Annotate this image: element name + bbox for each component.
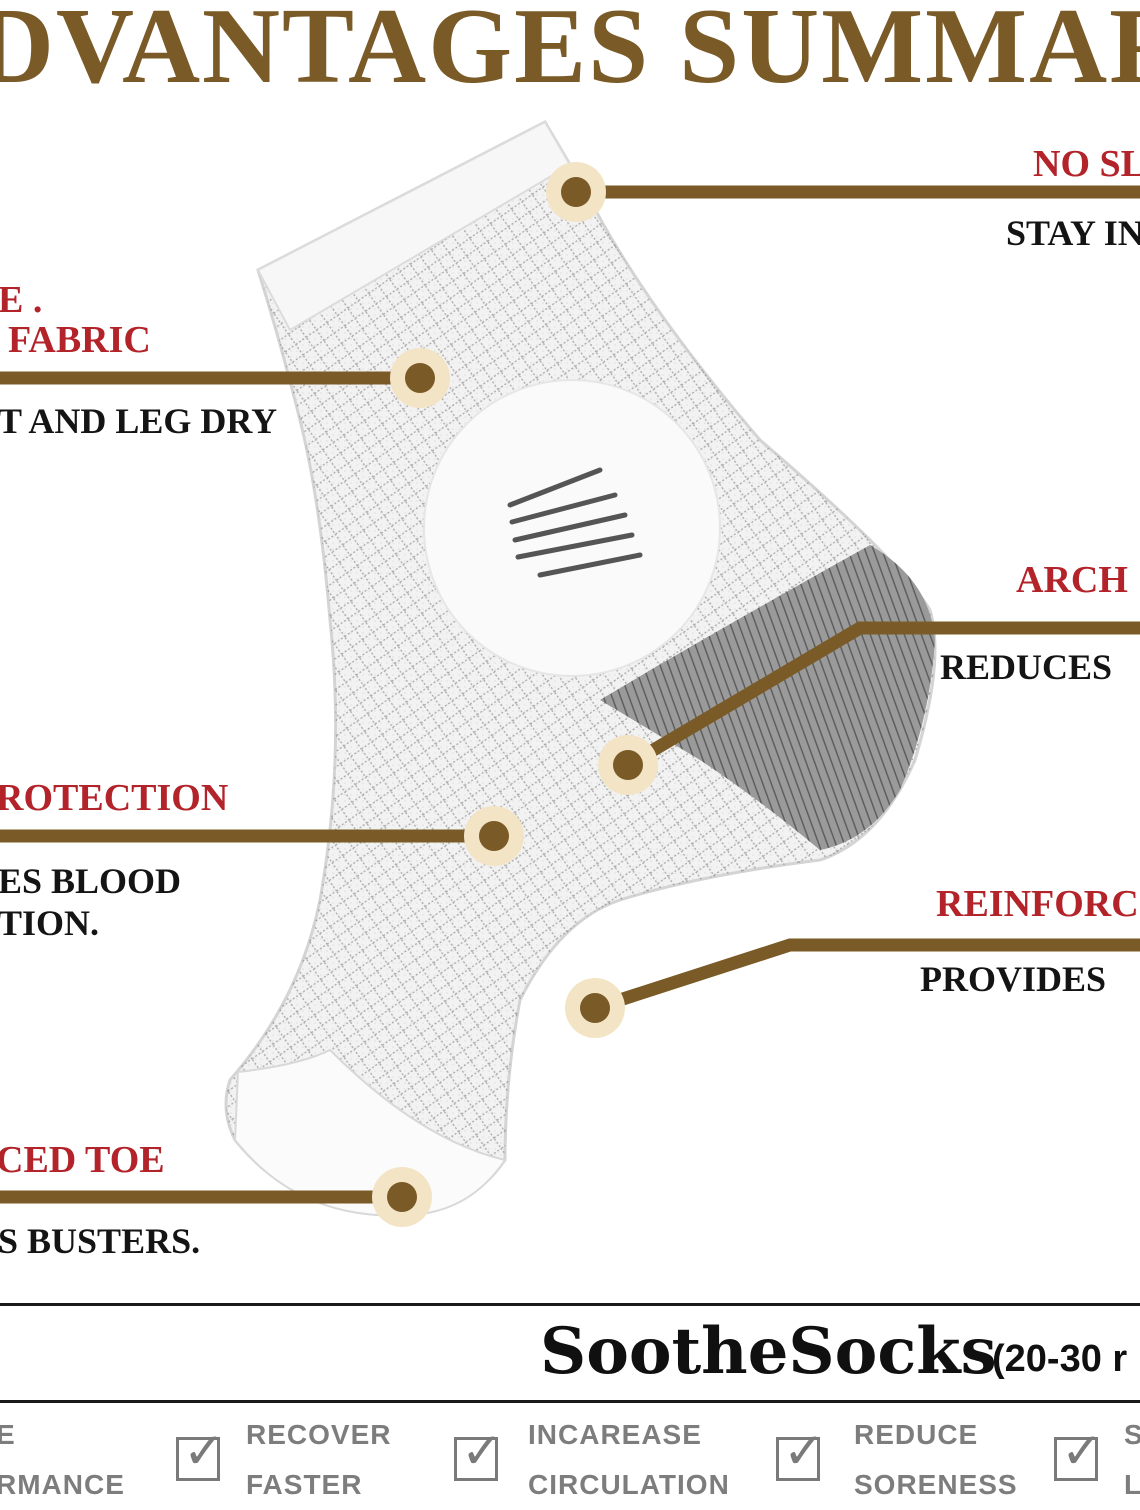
callout-left-1-red-2: FABRIC [8,319,151,361]
callout-left-1-red-1: E . [0,279,43,321]
brand-spec: (20-30 r [992,1338,1128,1380]
checkbox-check-icon: ✓ [1054,1426,1103,1481]
callout-left-2-text-2: TION. [0,903,100,943]
page-title: DVANTAGES SUMMAR [0,0,1140,106]
checkbox-check-icon: ✓ [176,1426,225,1481]
callout-right-1-text: STAY IN [1006,213,1140,253]
callout-left-1-text: T AND LEG DRY [0,401,278,441]
checkbox-check-icon: ✓ [776,1426,825,1481]
callout-right-3-red: REINFORC [936,883,1139,925]
callout-right-2-red: ARCH [1016,559,1128,601]
callout-left-3-text: S BUSTERS. [0,1221,201,1261]
callout-right-1-red: NO SL [1033,143,1140,185]
leader-lines [0,185,1140,1204]
divider-top [0,1303,1140,1306]
callout-left-3-red: CED TOE [0,1139,165,1181]
callout-right-2-text: REDUCES [940,647,1113,687]
sock-body [224,120,937,1217]
callout-left-2-text-1: ES BLOOD [0,861,182,901]
divider-bottom [0,1400,1140,1403]
brand-name: SootheSocks [540,1314,997,1389]
checkbox-check-icon: ✓ [454,1426,503,1481]
callout-dot-icon [372,162,658,1227]
callout-left-2-red: ROTECTION [0,777,229,819]
callout-right-3-text: PROVIDES [920,959,1107,999]
sock-illustration [0,120,1140,1227]
